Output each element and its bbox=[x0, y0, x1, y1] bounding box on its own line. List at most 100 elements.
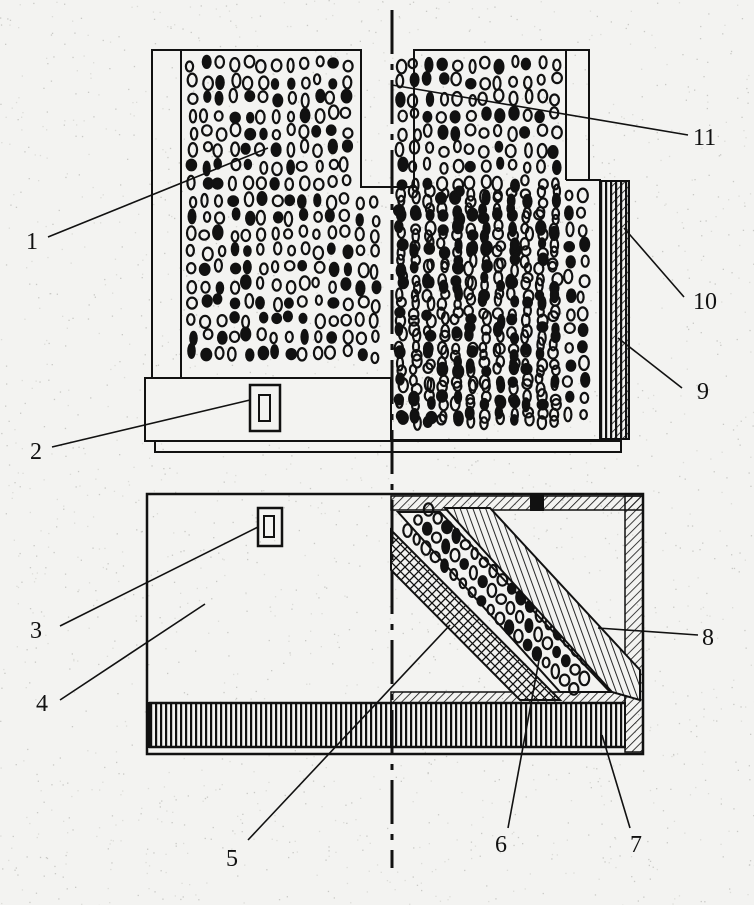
granule bbox=[478, 127, 490, 139]
granule bbox=[295, 160, 308, 172]
granule bbox=[524, 88, 534, 105]
granule bbox=[421, 309, 433, 321]
granule bbox=[453, 255, 464, 267]
granule bbox=[270, 260, 280, 274]
granule bbox=[424, 220, 437, 237]
granule bbox=[326, 242, 336, 255]
granule bbox=[314, 108, 326, 124]
granule bbox=[338, 156, 349, 173]
granule bbox=[314, 313, 326, 330]
label-5: 5 bbox=[226, 846, 238, 872]
granule bbox=[436, 201, 448, 217]
granule bbox=[315, 159, 324, 173]
granule bbox=[425, 91, 435, 107]
granule bbox=[468, 93, 478, 107]
granule bbox=[452, 205, 463, 220]
granule bbox=[558, 673, 571, 687]
granule bbox=[565, 359, 577, 372]
granule bbox=[186, 280, 198, 295]
granule bbox=[397, 109, 408, 123]
granule bbox=[272, 93, 284, 108]
granule bbox=[569, 663, 581, 676]
granule bbox=[413, 128, 423, 142]
granule bbox=[357, 262, 370, 279]
granule bbox=[560, 654, 571, 668]
granule bbox=[315, 88, 326, 104]
granule bbox=[478, 556, 490, 569]
granule bbox=[579, 236, 591, 253]
granule bbox=[452, 218, 464, 235]
granule bbox=[327, 297, 340, 309]
granule bbox=[477, 91, 488, 106]
granule bbox=[422, 156, 432, 171]
granule bbox=[213, 258, 223, 273]
granule bbox=[342, 127, 354, 139]
granule bbox=[537, 237, 547, 250]
granule bbox=[524, 618, 534, 634]
granule bbox=[535, 205, 546, 219]
granule bbox=[478, 307, 489, 320]
granule bbox=[240, 142, 251, 155]
granule bbox=[551, 159, 562, 176]
granule bbox=[508, 105, 520, 121]
granule bbox=[407, 57, 418, 70]
granule bbox=[327, 57, 339, 69]
granule bbox=[438, 145, 450, 158]
granule bbox=[450, 275, 462, 288]
granule bbox=[480, 323, 492, 336]
granule bbox=[273, 297, 284, 313]
granule bbox=[271, 161, 283, 177]
granule bbox=[213, 110, 224, 122]
granule bbox=[577, 224, 588, 238]
granule bbox=[396, 238, 409, 252]
granule bbox=[198, 262, 211, 276]
granule bbox=[185, 158, 198, 172]
granule bbox=[465, 222, 477, 237]
granule bbox=[244, 293, 255, 309]
granule bbox=[547, 346, 559, 360]
granule bbox=[521, 358, 530, 371]
granule bbox=[254, 59, 267, 74]
granule bbox=[449, 567, 459, 581]
granule bbox=[549, 414, 559, 428]
granule bbox=[272, 211, 284, 224]
granule bbox=[283, 260, 296, 272]
granule bbox=[231, 72, 242, 89]
granule bbox=[438, 410, 448, 423]
granule bbox=[535, 159, 546, 174]
granule bbox=[187, 92, 199, 106]
granule bbox=[231, 207, 241, 221]
granule bbox=[478, 341, 488, 353]
granule bbox=[202, 328, 214, 341]
granule bbox=[259, 311, 269, 324]
granule bbox=[520, 312, 531, 328]
granule bbox=[341, 139, 354, 153]
granule bbox=[299, 107, 311, 124]
granule bbox=[522, 206, 532, 220]
granule bbox=[451, 90, 463, 107]
granule bbox=[536, 185, 547, 199]
granule bbox=[255, 176, 267, 191]
granule bbox=[495, 375, 505, 390]
granule bbox=[269, 331, 278, 345]
granule bbox=[229, 111, 241, 124]
granule bbox=[534, 372, 544, 385]
granule bbox=[355, 213, 364, 227]
granule bbox=[284, 177, 295, 191]
granule bbox=[439, 91, 450, 107]
granule bbox=[186, 72, 198, 88]
granule bbox=[342, 344, 353, 358]
granule bbox=[371, 280, 382, 295]
granule bbox=[215, 127, 228, 142]
granule bbox=[576, 306, 589, 322]
granule bbox=[413, 514, 423, 526]
granule bbox=[298, 224, 309, 238]
granule bbox=[395, 73, 405, 89]
granule bbox=[314, 294, 323, 306]
granule bbox=[522, 108, 533, 123]
granule bbox=[506, 326, 517, 340]
granule bbox=[579, 391, 590, 404]
granule bbox=[538, 55, 548, 70]
granule bbox=[217, 245, 227, 258]
granule bbox=[312, 245, 325, 261]
